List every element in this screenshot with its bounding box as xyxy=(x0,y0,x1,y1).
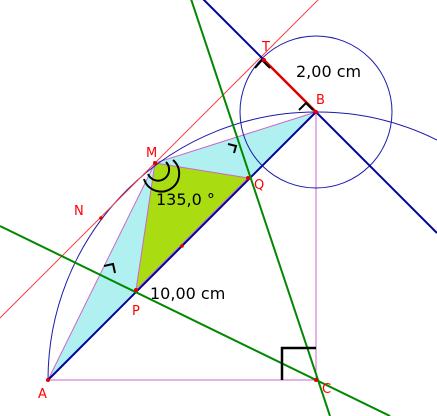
point-label-p: P xyxy=(132,304,140,319)
point-label-t: T xyxy=(261,40,270,55)
point-label-a: A xyxy=(38,387,47,402)
radius-measurement: 2,00 cm xyxy=(296,62,361,81)
point-dot-p[interactable] xyxy=(134,288,138,292)
tangent-line-m[interactable] xyxy=(0,0,325,319)
point-label-q: Q xyxy=(254,178,264,193)
side-measurement: 10,00 cm xyxy=(150,284,225,303)
angle-mark-m-inner xyxy=(147,161,171,182)
green-line-qc[interactable] xyxy=(188,0,331,416)
point-dot-q[interactable] xyxy=(246,176,250,180)
right-angle-mark-mp xyxy=(103,262,116,274)
right-angle-mark-b xyxy=(298,101,314,111)
triangle-mqp[interactable] xyxy=(135,162,250,292)
point-label-c: C xyxy=(322,382,331,397)
right-angle-mark-mb xyxy=(227,143,238,154)
angle-measurement: 135,0 ° xyxy=(156,190,215,209)
point-dot-c[interactable] xyxy=(314,378,318,382)
arc-ab[interactable] xyxy=(47,111,437,381)
point-dot-b[interactable] xyxy=(314,110,318,114)
point-dot-a[interactable] xyxy=(46,378,50,382)
right-angle-mark-c xyxy=(280,346,316,380)
circle-b[interactable] xyxy=(239,35,393,189)
point-dot-t[interactable] xyxy=(262,58,266,62)
angle-mark-m-outer xyxy=(143,159,181,193)
midpoint-dot xyxy=(180,244,184,248)
green-line-pc[interactable] xyxy=(0,225,391,416)
point-dot-n[interactable] xyxy=(99,216,103,220)
point-label-n: N xyxy=(74,204,84,219)
point-label-b: B xyxy=(316,93,325,108)
point-label-m: M xyxy=(146,146,157,161)
point-dot-m[interactable] xyxy=(153,161,157,165)
